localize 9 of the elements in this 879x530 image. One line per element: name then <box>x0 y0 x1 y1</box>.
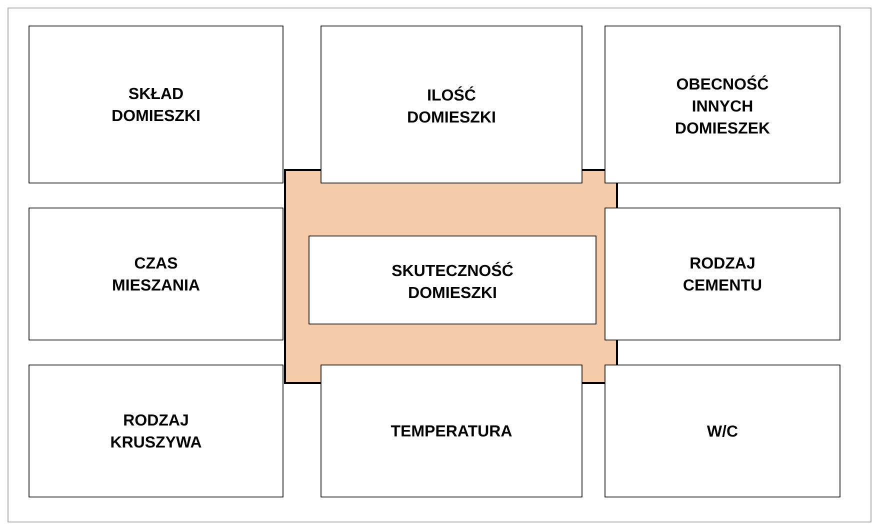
text-box: ILOŚĆ DOMIESZKI <box>320 26 582 184</box>
text-box: OBECNOŚĆ INNYCH DOMIESZEK <box>604 26 840 184</box>
text-box: SKUTECZNOŚĆ DOMIESZKI <box>308 236 596 324</box>
text-box: W/C <box>604 364 840 498</box>
text-box: TEMPERATURA <box>320 364 582 498</box>
text-box: CZAS MIESZANIA <box>28 208 284 340</box>
text-box: SKŁAD DOMIESZKI <box>28 26 284 184</box>
text-box: RODZAJ KRUSZYWA <box>28 364 284 498</box>
text-box: RODZAJ CEMENTU <box>604 208 840 340</box>
